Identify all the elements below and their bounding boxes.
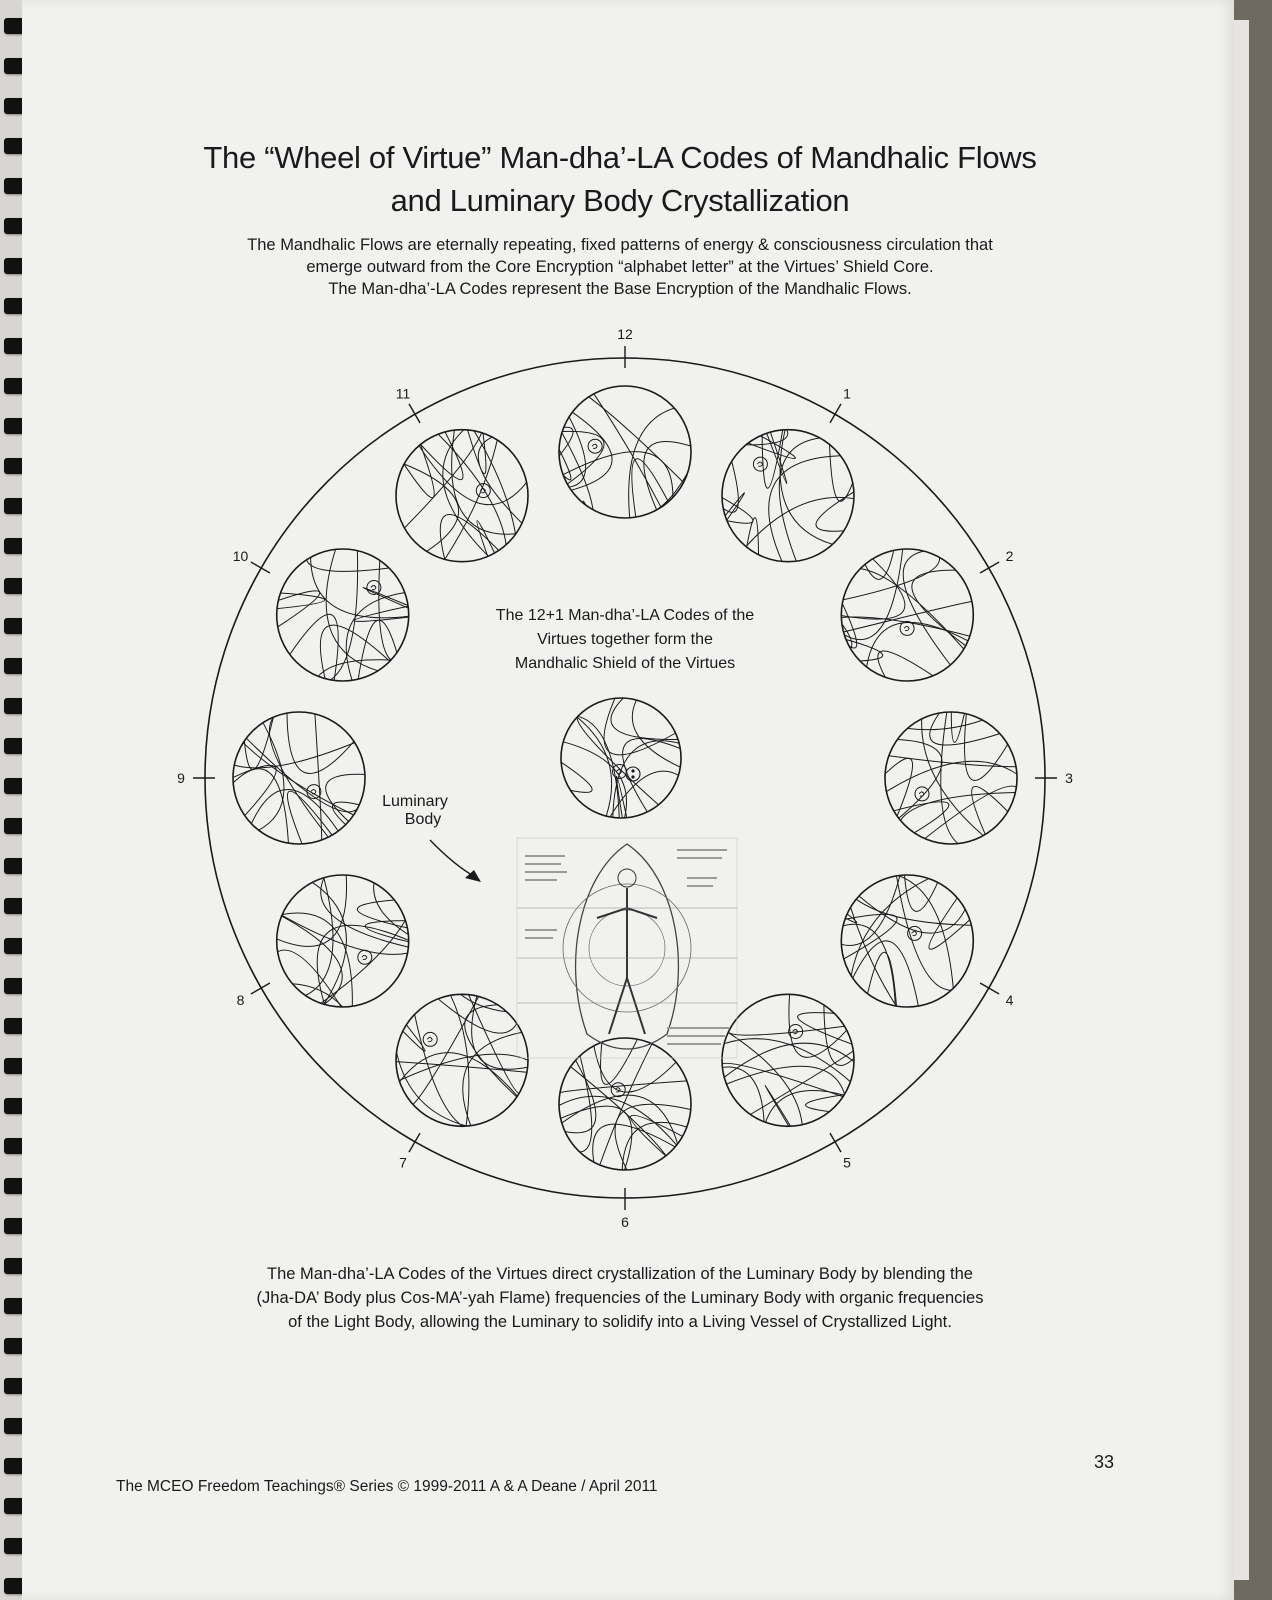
intro-line-3: The Man-dha’-LA Codes represent the Base… xyxy=(328,280,912,298)
bottom-line-1: The Man-dha’-LA Codes of the Virtues dir… xyxy=(267,1265,973,1283)
center-caption-line-3: Mandhalic Shield of the Virtues xyxy=(515,655,735,672)
wheel-tick xyxy=(408,403,421,424)
virtue-medallion-2 xyxy=(840,548,975,682)
wheel-number-5: 5 xyxy=(843,1155,851,1171)
title-line-2: and Luminary Body Crystallization xyxy=(390,183,850,218)
virtue-medallion-10 xyxy=(275,548,410,682)
luminary-arrow xyxy=(429,839,478,879)
center-caption-line-1: The 12+1 Man-dha’-LA Codes of the xyxy=(496,607,754,624)
virtue-medallion-12 xyxy=(558,385,692,519)
wheel-number-10: 10 xyxy=(233,548,249,564)
wheel-number-12: 12 xyxy=(617,326,633,342)
footer-copyright: The MCEO Freedom Teachings® Series © 199… xyxy=(116,1478,658,1495)
luminary-body-figure xyxy=(516,837,738,1059)
wheel-tick xyxy=(250,982,271,995)
center-medallion xyxy=(560,697,682,819)
wheel-number-4: 4 xyxy=(1006,992,1014,1008)
wheel-number-11: 11 xyxy=(396,386,411,402)
document-page xyxy=(22,0,1234,1600)
center-caption-line-2: Virtues together form the xyxy=(537,631,713,648)
virtue-medallion-8 xyxy=(275,874,410,1008)
luminary-label-line-2: Body xyxy=(405,811,441,828)
virtue-medallion-1 xyxy=(721,428,855,563)
wheel-tick xyxy=(979,561,1000,574)
wheel-number-9: 9 xyxy=(177,770,185,786)
title-line-1: The “Wheel of Virtue” Man-dha’-LA Codes … xyxy=(203,140,1037,175)
luminary-label-line-1: Luminary xyxy=(382,793,448,810)
wheel-number-3: 3 xyxy=(1065,770,1073,786)
virtue-medallion-4 xyxy=(840,874,975,1008)
wheel-number-1: 1 xyxy=(843,386,851,402)
wheel-tick xyxy=(979,982,1000,995)
outer-wheel-ring xyxy=(204,357,1046,1199)
virtue-medallion-5 xyxy=(721,993,855,1128)
intro-line-2: emerge outward from the Core Encryption … xyxy=(306,258,934,276)
wheel-number-2: 2 xyxy=(1006,548,1014,564)
bottom-line-3: of the Light Body, allowing the Luminary… xyxy=(288,1313,952,1331)
page-number: 33 xyxy=(1094,1452,1115,1472)
virtue-medallion-11 xyxy=(395,428,529,563)
wheel-number-6: 6 xyxy=(621,1214,629,1230)
bottom-line-2: (Jha-DA’ Body plus Cos-MA’-yah Flame) fr… xyxy=(256,1289,984,1307)
wheel-tick xyxy=(829,403,842,424)
virtue-medallion-7 xyxy=(395,993,529,1128)
intro-line-1: The Mandhalic Flows are eternally repeat… xyxy=(247,236,993,254)
wheel-tick xyxy=(829,1132,842,1153)
virtue-medallion-6 xyxy=(558,1037,692,1171)
intro-paragraph: The Mandhalic Flows are eternally repeat… xyxy=(120,234,1120,300)
bottom-paragraph: The Man-dha’-LA Codes of the Virtues dir… xyxy=(120,1262,1120,1334)
luminary-arrow-head xyxy=(465,870,481,882)
wheel-number-7: 7 xyxy=(399,1155,407,1171)
wheel-tick xyxy=(408,1132,421,1153)
virtue-medallion-3 xyxy=(884,711,1018,845)
page-title: The “Wheel of Virtue” Man-dha’-LA Codes … xyxy=(120,136,1120,222)
virtue-medallion-9 xyxy=(232,711,366,845)
wheel-tick xyxy=(250,561,271,574)
wheel-number-8: 8 xyxy=(237,992,245,1008)
